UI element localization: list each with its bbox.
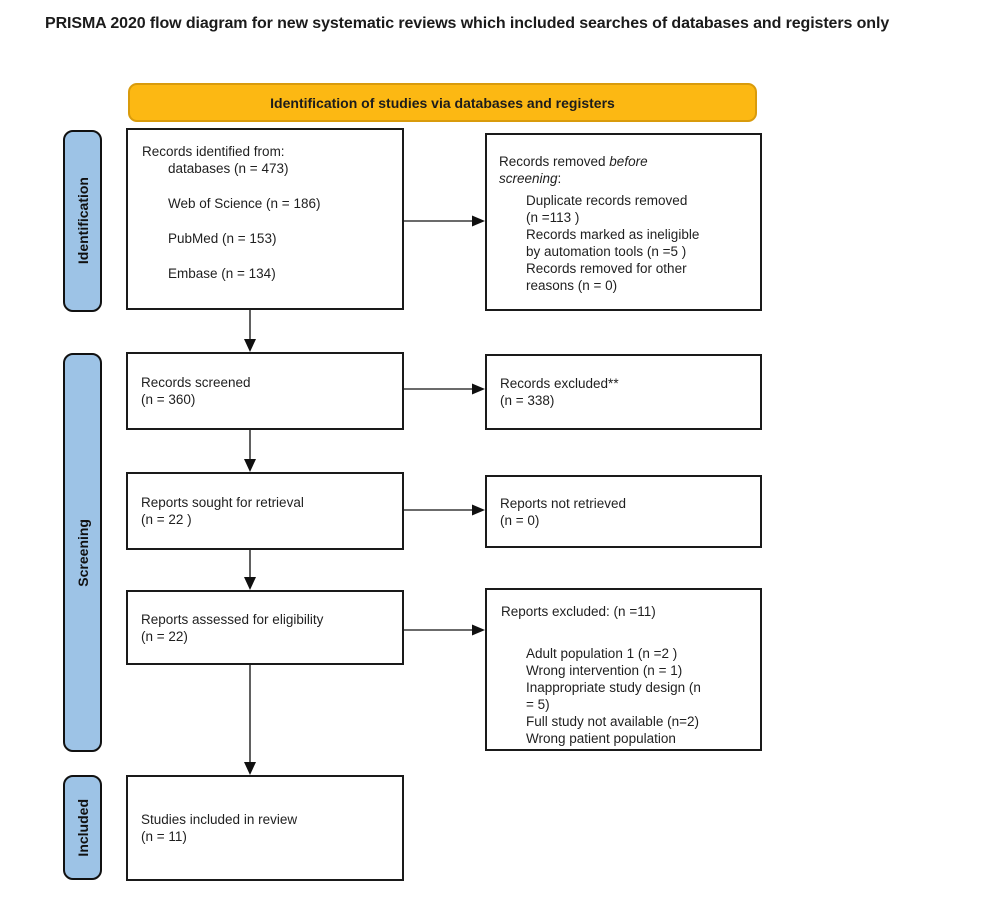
stage-label-screening: Screening — [74, 518, 91, 587]
box-reports-not-retrieved: Reports not retrieved (n = 0) — [485, 475, 762, 548]
records-screened-count: (n = 360) — [141, 392, 196, 407]
arrowhead-screened-to-sought — [244, 459, 256, 472]
reports-not-retrieved-label: Reports not retrieved — [500, 495, 627, 511]
arrowhead-identified-to-screened — [244, 339, 256, 352]
box-records-screened: Records screened (n = 360) — [126, 352, 404, 430]
records-removed-item-line: Records removed for other — [526, 261, 687, 276]
records-identified-heading: Records identified from: — [142, 144, 285, 159]
box-reports-excluded: Reports excluded: (n =11) Adult populati… — [485, 588, 762, 751]
arrowhead-assessed-to-included — [244, 762, 256, 775]
box-records-identified: Records identified from: databases (n = … — [126, 128, 404, 310]
arrowhead-assessed-to-excluded — [472, 624, 485, 636]
box-records-excluded: Records excluded** (n = 338) — [485, 354, 762, 430]
reports-excluded-item-line: Adult population 1 (n =2 ) — [526, 646, 678, 661]
stage-bar-screening: Screening — [63, 353, 102, 752]
reports-sought-count: (n = 22 ) — [141, 512, 192, 527]
reports-excluded-item-line: = 5) — [526, 697, 550, 712]
box-reports-assessed: Reports assessed for eligibility (n = 22… — [126, 590, 404, 665]
banner-label: Identification of studies via databases … — [270, 94, 615, 111]
stage-label-included: Included — [74, 798, 91, 857]
records-removed-item-line: Duplicate records removed — [526, 193, 688, 208]
records-removed-item-line: by automation tools (n =5 ) — [526, 244, 687, 259]
reports-assessed-label: Reports assessed for eligibility — [141, 611, 324, 627]
banner-identification-of-studies: Identification of studies via databases … — [128, 83, 757, 122]
records-removed-item-line: reasons (n = 0) — [526, 278, 618, 293]
records-removed-heading-line1: Records removed before — [499, 154, 648, 169]
records-excluded-count: (n = 338) — [500, 393, 555, 408]
reports-assessed-count: (n = 22) — [141, 628, 188, 644]
reports-excluded-items: Adult population 1 (n =2 ) Wrong interve… — [526, 645, 754, 747]
stage-bar-included: Included — [63, 775, 102, 880]
reports-sought-label: Reports sought for retrieval — [141, 495, 304, 510]
reports-excluded-heading: Reports excluded: (n =11) — [501, 604, 656, 619]
stage-label-identification: Identification — [74, 177, 91, 265]
reports-excluded-item-line: Wrong intervention (n = 1) — [526, 663, 683, 678]
records-removed-item-line: (n =113 ) — [526, 210, 580, 225]
arrowhead-sought-to-not-retrieved — [472, 504, 485, 516]
records-removed-items: Duplicate records removed (n =113 ) Reco… — [526, 192, 754, 294]
box-reports-sought: Reports sought for retrieval (n = 22 ) — [126, 472, 404, 550]
studies-included-count: (n = 11) — [141, 829, 187, 844]
records-screened-label: Records screened — [141, 375, 251, 390]
box-studies-included: Studies included in review (n = 11) — [126, 775, 404, 881]
records-identified-pubmed: PubMed (n = 153) — [168, 231, 277, 246]
reports-not-retrieved-count: (n = 0) — [500, 512, 540, 528]
page-title: PRISMA 2020 flow diagram for new systema… — [45, 15, 890, 32]
reports-excluded-item-line: Inappropriate study design (n — [526, 680, 701, 695]
stage-bar-identification: Identification — [63, 130, 102, 312]
arrowhead-screened-to-excluded — [472, 383, 485, 395]
reports-excluded-item-line: Full study not available (n=2) — [526, 714, 699, 729]
records-removed-item-line: Records marked as ineligible — [526, 227, 700, 242]
records-excluded-label: Records excluded** — [500, 376, 619, 391]
arrowhead-sought-to-assessed — [244, 577, 256, 590]
box-records-removed: Records removed before screening: Duplic… — [485, 133, 762, 311]
arrowhead-identified-to-removed — [472, 215, 485, 227]
studies-included-label: Studies included in review — [141, 812, 298, 827]
reports-excluded-item-line: Wrong patient population — [526, 731, 676, 746]
records-removed-heading-line2: screening: — [499, 171, 562, 186]
records-identified-databases: databases (n = 473) — [168, 161, 289, 176]
records-identified-web-of-science: Web of Science (n = 186) — [168, 196, 321, 211]
records-identified-embase: Embase (n = 134) — [168, 266, 276, 281]
